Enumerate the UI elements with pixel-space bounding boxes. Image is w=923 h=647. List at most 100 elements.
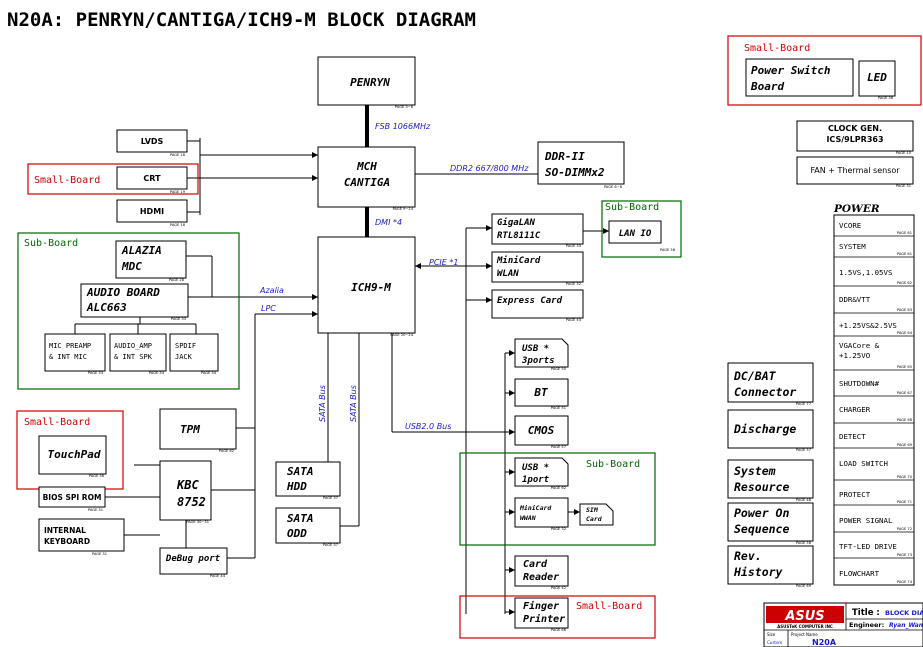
bt-block[interactable] xyxy=(514,378,569,407)
spdif-label-2: JACK xyxy=(175,353,193,361)
dcbat-label-1: DC/BAT xyxy=(733,369,777,383)
page-ref: PAGE 51 xyxy=(551,406,566,410)
clock-label-2: ICS/9LPR363 xyxy=(826,135,883,144)
power-page-ref: PAGE 62 xyxy=(897,281,912,285)
spdif-label-1: SPDIF xyxy=(175,342,196,350)
page-ref: PAGE 32 xyxy=(566,282,581,286)
card-reader-block[interactable] xyxy=(514,555,569,587)
power-switch-block[interactable] xyxy=(745,58,854,97)
touchpad-block[interactable] xyxy=(38,435,107,475)
penryn-block[interactable] xyxy=(317,56,416,106)
page-ref: PAGE 42 xyxy=(551,586,566,590)
power-page-ref: PAGE 69 xyxy=(897,443,913,447)
express-card-block[interactable] xyxy=(491,289,584,319)
rev-label-1: Rev. xyxy=(734,549,762,563)
usb3-block[interactable] xyxy=(514,338,569,368)
page-ref: PAGE 62 xyxy=(551,486,566,490)
led-block[interactable] xyxy=(858,60,896,97)
minicard-wwan-block[interactable] xyxy=(514,497,569,528)
ich-block[interactable] xyxy=(317,236,416,334)
power-page-ref: PAGE 67 xyxy=(897,391,912,395)
audio-board-block[interactable] xyxy=(80,283,189,318)
page-refs: PAGE 3~6 PAGE 9~14 PAGE 6~8 PAGE 18 PAGE… xyxy=(88,96,911,632)
bios-rom-block[interactable] xyxy=(38,486,106,508)
spdif-block[interactable] xyxy=(169,333,219,372)
cmos-label: CMOS xyxy=(528,424,555,437)
usb1-label-1: USB * xyxy=(522,463,549,473)
power-page-ref: PAGE 65 xyxy=(897,365,912,369)
power-item-1v25: +1.25VS&2.5VS xyxy=(839,321,897,330)
sim-card-label-1: SIM xyxy=(586,506,599,514)
sub-board-label-lan: Sub-Board xyxy=(605,202,659,213)
discharge-block[interactable] xyxy=(727,409,814,449)
sata-hdd-label-1: SATA xyxy=(287,465,314,478)
touchpad-label: TouchPad xyxy=(48,448,101,461)
sata-odd-block[interactable] xyxy=(275,507,341,544)
pcie-label: PCIE *1 xyxy=(429,258,458,267)
sata-hdd-block[interactable] xyxy=(275,461,341,497)
mic-block[interactable] xyxy=(44,333,106,372)
mch-block[interactable] xyxy=(317,146,416,208)
small-board-label-touchpad: Small-Board xyxy=(24,417,90,428)
dmi-label: DMI *4 xyxy=(375,218,402,227)
power-page-ref: PAGE 70 xyxy=(897,475,913,479)
kbc-label-1: KBC xyxy=(176,478,199,492)
minicard-wlan-label-1: MiniCard xyxy=(496,255,541,266)
alazia-label-2: MDC xyxy=(121,260,142,273)
finger-printer-block[interactable] xyxy=(514,597,569,629)
clock-block[interactable] xyxy=(796,120,914,152)
tpm-block[interactable] xyxy=(159,408,237,450)
debug-port-block[interactable] xyxy=(159,547,228,575)
debug-label: DeBug port xyxy=(165,554,221,564)
lvds-block[interactable] xyxy=(116,129,188,153)
kbc-label-2: 8752 xyxy=(177,495,206,509)
gigalan-block[interactable] xyxy=(491,213,584,245)
power-item-charger: CHARGER xyxy=(839,405,871,414)
power-page-ref: PAGE 71 xyxy=(897,500,912,504)
lanio-label: LAN IO xyxy=(619,229,652,239)
crt-block[interactable] xyxy=(116,166,188,190)
amp-block[interactable] xyxy=(109,333,167,372)
usb1-block[interactable] xyxy=(514,457,569,487)
amp-label-1: AUDIO_AMP xyxy=(114,342,152,350)
page-ref: PAGE 37 xyxy=(323,543,338,547)
ddr-block[interactable] xyxy=(537,141,625,185)
fsb-label: FSB 1066MHz xyxy=(375,122,431,131)
hdmi-block[interactable] xyxy=(116,199,188,223)
usb3-label-2: 3ports xyxy=(521,356,555,366)
kbc-block[interactable] xyxy=(159,460,212,521)
alazia-label-1: ALAZIA xyxy=(121,244,162,257)
power-page-ref: PAGE 68 xyxy=(897,418,913,422)
sysres-block[interactable] xyxy=(727,459,814,499)
keyboard-block[interactable] xyxy=(38,518,125,552)
ddr2-label: DDR2 667/800 MHz xyxy=(450,164,529,173)
lanio-block[interactable] xyxy=(608,220,662,244)
finger-label-1: Finger xyxy=(523,600,559,612)
mch-label-2: CANTIGA xyxy=(344,176,390,189)
fan-block[interactable] xyxy=(796,156,914,185)
minicard-wlan-block[interactable] xyxy=(491,251,584,283)
penryn-label: PENRYN xyxy=(350,76,390,89)
power-item-protect: PROTECT xyxy=(839,490,871,499)
sim-card-block[interactable] xyxy=(579,503,614,526)
page-ref: PAGE 20~24 xyxy=(390,333,413,337)
arrow-heads xyxy=(312,152,609,615)
rev-history-block[interactable] xyxy=(727,545,814,585)
poweron-block[interactable] xyxy=(727,502,814,542)
usb2-bus-label: USB2.0 Bus xyxy=(405,422,451,431)
alazia-block[interactable] xyxy=(115,240,187,279)
power-switch-label-2: Board xyxy=(750,80,784,93)
power-item-detect: DETECT xyxy=(839,432,866,441)
engineer-value: Ryan_Wan xyxy=(889,622,923,629)
ich-label: ICH9-M xyxy=(351,281,391,294)
page-ref: PAGE 43 xyxy=(566,318,581,322)
dcbat-block[interactable] xyxy=(727,362,814,403)
project-label: Project Name xyxy=(791,632,818,637)
page-ref: PAGE 44 xyxy=(210,574,226,578)
amp-label-2: & INT SPK xyxy=(114,353,153,361)
cmos-block[interactable] xyxy=(514,415,569,446)
minicard-wwan-label-2: WWAN xyxy=(520,514,536,522)
blocks xyxy=(38,56,914,629)
title-value: BLOCK DIA xyxy=(885,609,923,617)
usb1-label-2: 1port xyxy=(522,475,550,485)
